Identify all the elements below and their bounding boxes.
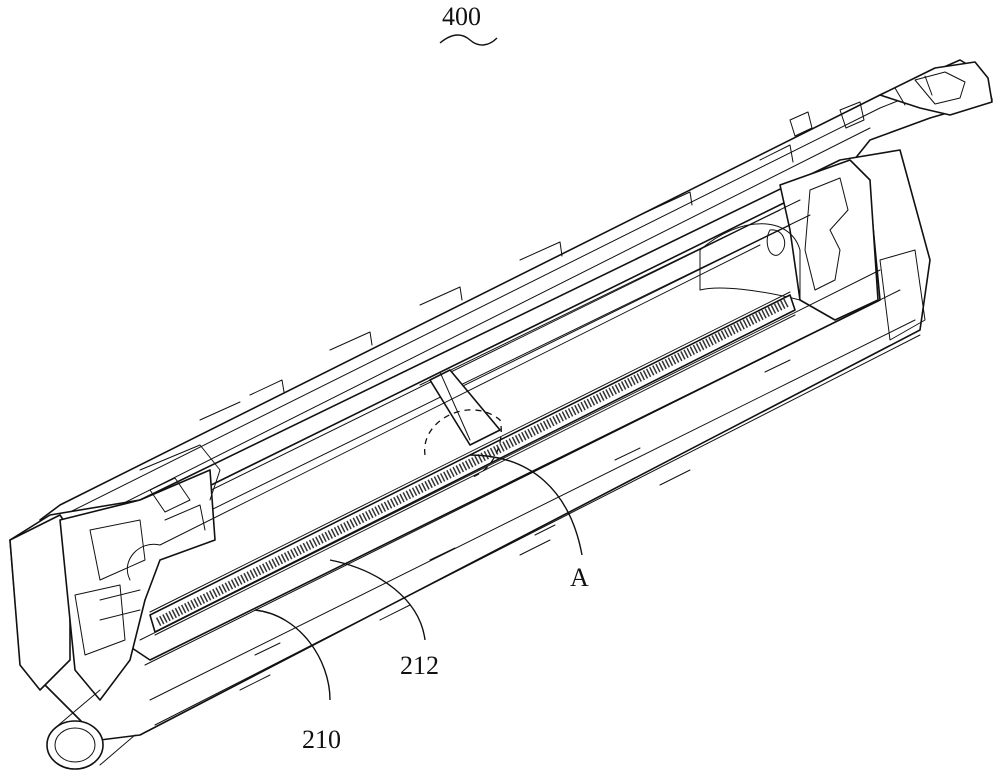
leader-212 xyxy=(329,559,426,641)
leader-400 xyxy=(439,34,498,46)
filter-mesh-texture xyxy=(155,297,791,627)
left-end-cap xyxy=(9,444,221,770)
leader-a xyxy=(469,454,583,556)
filter-mesh xyxy=(126,244,796,636)
leader-210 xyxy=(254,609,331,701)
label-a: A xyxy=(570,563,589,592)
label-212: 212 xyxy=(400,651,439,680)
housing-body xyxy=(9,59,993,741)
label-210: 210 xyxy=(302,725,341,754)
label-400: 400 xyxy=(442,2,481,31)
detail-circle-a xyxy=(424,409,502,479)
